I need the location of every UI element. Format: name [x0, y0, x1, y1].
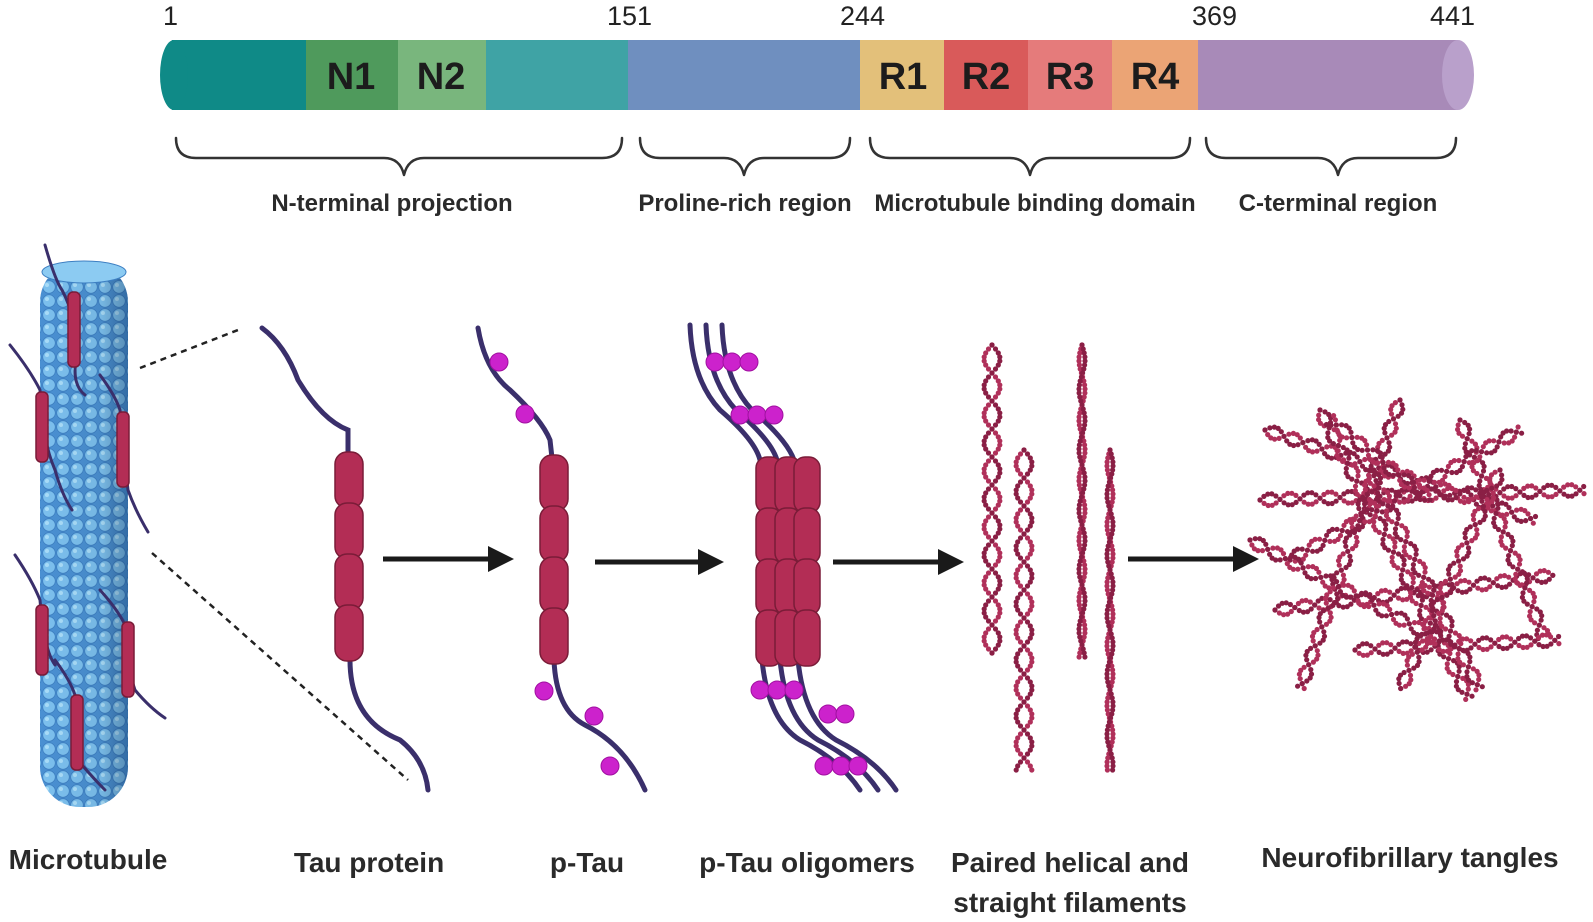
n2-segment: [398, 40, 486, 110]
r1-segment: [860, 40, 944, 110]
r2-segment: [944, 40, 1028, 110]
label-r2: R2: [962, 56, 1011, 98]
tau-protein-illustration: [259, 325, 431, 793]
microtubule-illustration: [8, 243, 167, 807]
p-tau-oligomers-illustration: [687, 322, 899, 793]
label-microtubule: Microtubule: [9, 844, 168, 875]
tangle-fibril-11: [1323, 413, 1433, 503]
tangle-fibril-7: [1287, 424, 1525, 564]
n-terminal-segment: [172, 40, 312, 110]
arrow-4: [1128, 546, 1259, 572]
region-mtbd: Microtubule binding domain: [874, 190, 1195, 217]
zoom-line-bottom: [151, 552, 409, 781]
label-n2: N2: [417, 56, 466, 98]
label-p-tau-oligomers: p-Tau oligomers: [699, 847, 915, 878]
arrow-1: [383, 546, 514, 572]
tangles-illustration: [1247, 397, 1587, 703]
tangle-fibril-1: [1262, 424, 1539, 526]
position-369: 369: [1192, 1, 1237, 31]
arrow-2: [595, 549, 724, 575]
tangle-fibril-5: [1295, 397, 1406, 692]
label-tau-protein: Tau protein: [294, 847, 444, 878]
label-filaments-line2: straight filaments: [953, 887, 1186, 918]
bar-right-cap: [1442, 40, 1474, 110]
domain-bar: [160, 40, 1474, 110]
n1-segment: [306, 40, 398, 110]
label-r4: R4: [1131, 56, 1180, 98]
tangle-fibril-6: [1455, 417, 1552, 642]
label-r1: R1: [879, 56, 928, 98]
brace-c-terminal: [1204, 136, 1458, 177]
arrow-3: [833, 549, 964, 575]
n-terminal-segment-2: [486, 40, 628, 110]
filaments-illustration: [981, 342, 1116, 773]
c-terminal-segment: [1198, 40, 1458, 110]
region-n-terminal: N-terminal projection: [271, 190, 512, 217]
paired-helical-filament-1: [981, 342, 1003, 656]
zoom-line-top: [139, 328, 239, 370]
proline-rich-segment: [628, 40, 860, 110]
brace-n-terminal: [174, 136, 624, 177]
region-c-terminal: C-terminal region: [1239, 190, 1438, 217]
position-244: 244: [840, 1, 885, 31]
position-441: 441: [1430, 1, 1475, 31]
label-n1: N1: [327, 56, 376, 98]
r4-segment: [1112, 40, 1198, 110]
paired-helical-filament-2: [1013, 447, 1035, 773]
label-r3: R3: [1046, 56, 1095, 98]
label-neurofibrillary-tangles: Neurofibrillary tangles: [1261, 842, 1558, 873]
region-proline: Proline-rich region: [638, 190, 851, 217]
position-1: 1: [163, 1, 178, 31]
brace-proline: [638, 136, 852, 177]
tangle-fibril-10: [1247, 536, 1443, 647]
straight-filament-2: [1104, 447, 1116, 773]
brace-mtbd: [868, 136, 1192, 177]
p-tau-illustration: [475, 325, 648, 793]
bar-left-cap: [160, 40, 188, 110]
label-filaments-line1: Paired helical and: [951, 847, 1189, 878]
tangle-fibril-12: [1396, 467, 1505, 692]
label-p-tau: p-Tau: [550, 847, 624, 878]
position-151: 151: [607, 1, 652, 31]
straight-filament-1: [1076, 342, 1088, 660]
r3-segment: [1028, 40, 1112, 110]
